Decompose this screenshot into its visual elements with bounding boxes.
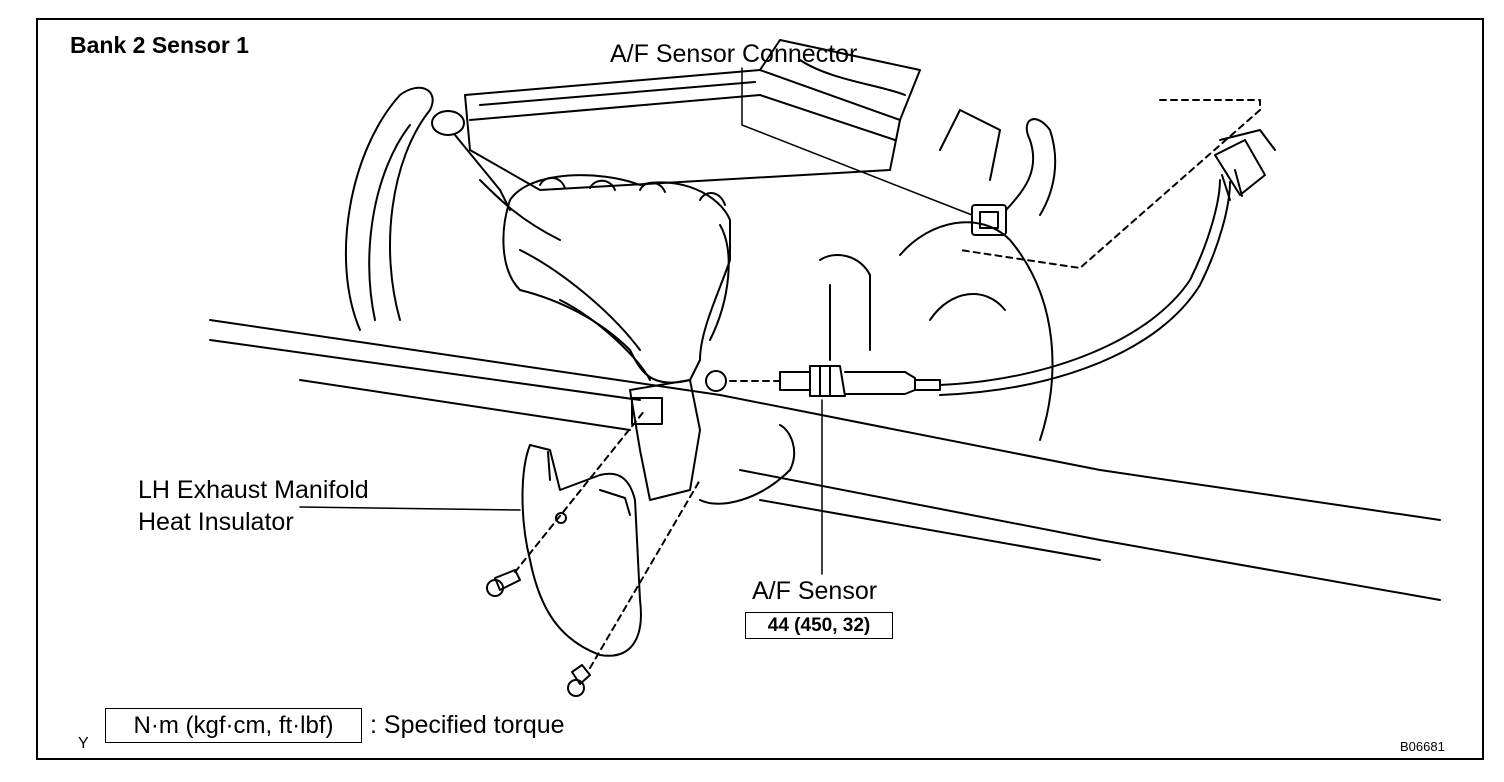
connector-plug [1214,129,1276,201]
torque-legend-text: : Specified torque [370,711,565,739]
sensor-cable [939,179,1221,386]
bracket [629,379,701,501]
corner-mark: Y [78,735,89,752]
diagram-title: Bank 2 Sensor 1 [70,32,249,58]
left-hose [344,86,434,331]
insulator-label-line2: Heat Insulator [138,508,294,536]
bolt-upper [486,569,521,597]
insulator-label-line1: LH Exhaust Manifold [138,476,369,504]
right-duct [899,221,1054,441]
figure-code: B06681 [1400,739,1445,754]
engine-connector [971,118,1057,236]
frame-rail-lower [209,339,641,401]
exhaust-manifold [502,174,731,384]
leader-connector [741,67,973,216]
connector-label: A/F Sensor Connector [610,40,858,68]
sensor-torque-box: 44 (450, 32) [745,612,893,639]
bolt-lower [567,664,591,697]
diagram-frame [36,18,1484,760]
torque-unit-legend-box: N·m (kgf·cm, ft·lbf) [105,708,362,743]
dipstick-ring [431,110,465,136]
heat-insulator [521,444,642,657]
frame-rail-upper [209,319,1441,521]
leader-insulator [299,506,521,511]
af-sensor-body [779,365,941,397]
sensor-label: A/F Sensor [752,577,878,605]
